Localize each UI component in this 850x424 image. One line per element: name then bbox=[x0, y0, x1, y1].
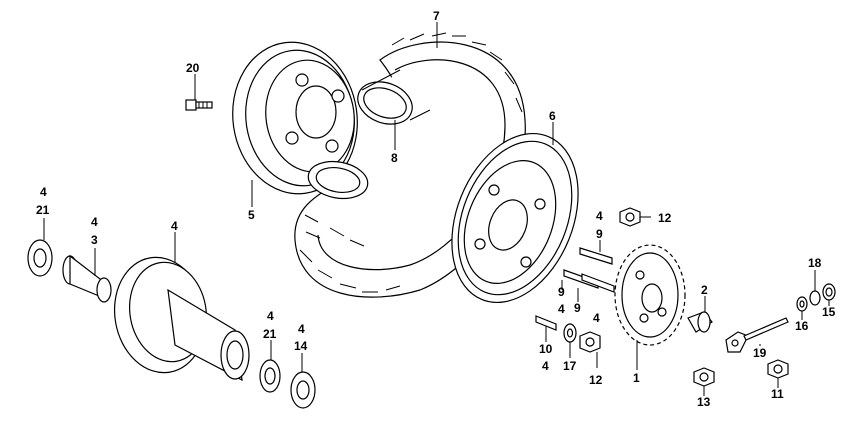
label-nut-12-top: 12 bbox=[658, 211, 672, 225]
part-number-labels: 7 20 8 6 5 4 21 4 3 4 4 21 4 14 4 9 12 9… bbox=[36, 9, 836, 409]
label-bearing-left-num: 21 bbox=[36, 203, 50, 217]
sprocket-1 bbox=[614, 244, 686, 346]
label-stud-9b-qty: 4 bbox=[558, 302, 565, 316]
label-cap-15: 15 bbox=[822, 305, 836, 319]
label-collar-num: 3 bbox=[91, 233, 98, 247]
nut-13 bbox=[693, 367, 715, 387]
label-collar-qty: 4 bbox=[91, 215, 98, 229]
tube-flap-bottom bbox=[307, 160, 369, 200]
label-tube-flap-top: 8 bbox=[391, 151, 398, 165]
label-bearing-left-qty: 4 bbox=[40, 185, 47, 199]
label-nut-12-bottom: 12 bbox=[589, 373, 603, 387]
studs-9 bbox=[563, 247, 615, 293]
washer-17 bbox=[563, 323, 577, 343]
label-stud-10-qty: 4 bbox=[542, 359, 549, 373]
bearing-21-middle bbox=[259, 359, 281, 393]
collar-3 bbox=[62, 254, 112, 303]
label-washer-16: 16 bbox=[795, 319, 809, 333]
label-stud-9a-num: 9 bbox=[596, 227, 603, 241]
bearing-21-left bbox=[27, 239, 53, 277]
bearing-14 bbox=[290, 371, 316, 409]
nut-12-top bbox=[619, 207, 641, 227]
label-nut-18: 18 bbox=[808, 256, 822, 270]
label-sprocket: 1 bbox=[633, 371, 640, 385]
label-adjuster-19: 19 bbox=[753, 346, 767, 360]
label-wheel-left: 5 bbox=[248, 208, 255, 222]
washer-16 bbox=[796, 296, 808, 312]
label-nut-11: 11 bbox=[771, 387, 784, 401]
wheel-half-right bbox=[451, 132, 579, 304]
tube-flap-top bbox=[357, 69, 431, 125]
label-bearing-14-qty: 4 bbox=[298, 322, 305, 336]
label-bearing-mid-num: 21 bbox=[263, 327, 277, 341]
hub-4 bbox=[113, 256, 250, 382]
label-stud-9c-num: 9 bbox=[574, 301, 581, 315]
label-stud-9b-num: 9 bbox=[558, 285, 565, 299]
label-nut-13: 13 bbox=[697, 395, 711, 409]
label-wheel-right: 6 bbox=[549, 109, 556, 123]
label-tire: 7 bbox=[433, 9, 440, 23]
label-nut-12-bottom-qty: 4 bbox=[593, 311, 600, 325]
label-bolt-20: 20 bbox=[186, 61, 200, 75]
label-stud-10-num: 10 bbox=[539, 342, 553, 356]
label-stud-9a-qty: 4 bbox=[596, 209, 603, 223]
cap-15 bbox=[822, 283, 836, 301]
label-bearing-14-num: 14 bbox=[294, 339, 308, 353]
nut-18 bbox=[809, 290, 821, 306]
leader-lines bbox=[43, 22, 830, 396]
label-hub: 4 bbox=[171, 219, 178, 233]
label-washer-17: 17 bbox=[563, 359, 577, 373]
bolt-20 bbox=[185, 99, 213, 111]
wheel-half-left bbox=[232, 41, 358, 195]
nut-12-bottom bbox=[579, 331, 601, 353]
adjuster-19 bbox=[725, 317, 789, 353]
nut-11 bbox=[767, 359, 789, 379]
label-collar-2: 2 bbox=[701, 283, 708, 297]
label-bearing-mid-qty: 4 bbox=[267, 309, 274, 323]
stud-10 bbox=[535, 315, 557, 331]
collar-2 bbox=[687, 311, 713, 333]
